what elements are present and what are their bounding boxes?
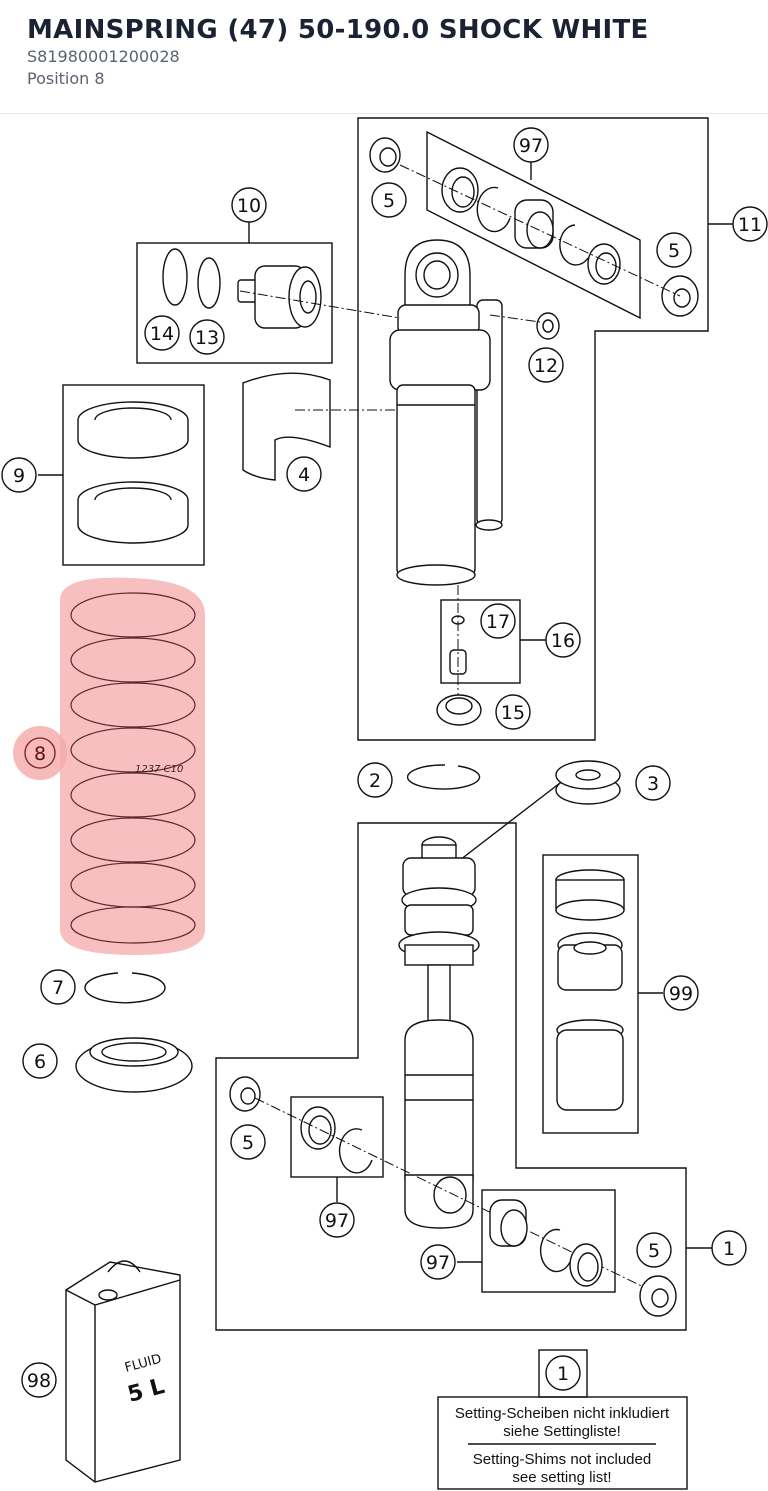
mainspring-8[interactable]: 1237 C10: [60, 577, 205, 955]
svg-text:16: 16: [551, 630, 575, 652]
svg-text:99: 99: [669, 983, 693, 1005]
callout-2[interactable]: 2: [357, 762, 393, 798]
svg-text:14: 14: [150, 323, 174, 345]
valve-10: [162, 248, 322, 329]
svg-text:8: 8: [34, 743, 46, 765]
callout-98[interactable]: 98: [21, 1362, 57, 1398]
frame-10: [136, 242, 333, 364]
frame-99: [542, 854, 639, 1134]
sleeve-4: [242, 372, 331, 481]
svg-text:97: 97: [325, 1210, 349, 1232]
setting-shims-note: 1 Setting-Scheiben nicht inkludiert sieh…: [437, 1349, 688, 1490]
upper-shock-frame: [357, 117, 709, 741]
callout-10[interactable]: 10: [231, 187, 267, 223]
note-line-3: Setting-Shims not included: [473, 1451, 651, 1468]
callout-12[interactable]: 12: [528, 347, 564, 383]
svg-text:3: 3: [647, 773, 659, 795]
circlip-7: [84, 972, 166, 1004]
locking-rings-9: [77, 401, 189, 544]
svg-text:15: 15: [501, 702, 525, 724]
part-number: S81980001200028: [27, 47, 180, 66]
callout-97-mid-left[interactable]: 97: [319, 1202, 355, 1238]
frame-97-bottom: [481, 1189, 616, 1293]
circlip-2: [406, 764, 481, 790]
spring-plate-6: [75, 1037, 193, 1093]
part-title: MAINSPRING (47) 50-190.0 SHOCK WHITE: [27, 15, 649, 45]
callout-9[interactable]: 9: [1, 457, 37, 493]
callout-6[interactable]: 6: [22, 1043, 58, 1079]
callout-3[interactable]: 3: [635, 765, 671, 801]
svg-text:10: 10: [237, 195, 261, 217]
svg-text:1: 1: [723, 1238, 735, 1260]
svg-text:7: 7: [52, 977, 64, 999]
leader-lines: [38, 162, 733, 1263]
note-callout-1: 1: [557, 1363, 569, 1385]
bushing-5-top-left: [369, 137, 401, 173]
svg-text:97: 97: [519, 135, 543, 157]
svg-text:4: 4: [298, 464, 310, 486]
frame-16: [440, 599, 521, 684]
rings-97-mid-left: [300, 1106, 373, 1174]
callout-5-top-left[interactable]: 5: [371, 182, 407, 218]
callout-99[interactable]: 99: [663, 975, 699, 1011]
lower-shock-frame: [215, 822, 687, 1331]
callout-4[interactable]: 4: [286, 456, 322, 492]
callout-1[interactable]: 1: [711, 1230, 747, 1266]
callout-11[interactable]: 11: [732, 206, 768, 242]
frame-97-top: [426, 130, 641, 320]
note-line-1: Setting-Scheiben nicht inkludiert: [455, 1405, 670, 1422]
callout-97-top[interactable]: 97: [513, 127, 549, 163]
part-position: Position 8: [27, 69, 105, 88]
bushing-5-mid-left: [229, 1076, 261, 1112]
svg-text:5: 5: [242, 1132, 254, 1154]
cap-3: [555, 760, 621, 805]
callout-5-mid-left[interactable]: 5: [230, 1124, 266, 1160]
fluid-can-98: FLUID 5 L: [65, 1260, 181, 1483]
svg-text:97: 97: [426, 1252, 450, 1274]
svg-text:12: 12: [534, 355, 558, 377]
svg-text:5: 5: [668, 240, 680, 262]
callout-5-top-right[interactable]: 5: [656, 232, 692, 268]
callout-15[interactable]: 15: [495, 694, 531, 730]
bushing-set-99: [555, 869, 625, 1111]
svg-text:17: 17: [486, 611, 510, 633]
callout-13[interactable]: 13: [189, 319, 225, 355]
svg-text:11: 11: [738, 214, 762, 236]
cap-5-top-right: [661, 275, 699, 317]
note-line-2: siehe Settingliste!: [503, 1423, 621, 1440]
shock-body: [389, 239, 503, 586]
svg-text:9: 9: [13, 465, 25, 487]
callout-5-bottom-right[interactable]: 5: [636, 1232, 672, 1268]
callout-8-highlighted[interactable]: 8: [13, 726, 67, 780]
callout-97-bottom[interactable]: 97: [420, 1244, 456, 1280]
bearing-set-97-top: [441, 167, 621, 285]
screw-12: [536, 312, 560, 340]
note-line-4: see setting list!: [512, 1469, 611, 1486]
callout-17[interactable]: 17: [480, 603, 516, 639]
svg-text:5: 5: [383, 190, 395, 212]
svg-text:5: 5: [648, 1240, 660, 1262]
rings-97-bottom: [489, 1199, 603, 1287]
svg-text:2: 2: [369, 770, 381, 792]
spring-marking: 1237 C10: [135, 764, 183, 775]
svg-text:13: 13: [195, 327, 219, 349]
page-header: MAINSPRING (47) 50-190.0 SHOCK WHITE S81…: [0, 0, 768, 114]
svg-text:98: 98: [27, 1370, 51, 1392]
exploded-parts-diagram: .p { fill: #fff; stroke: #111; stroke-wi…: [1, 117, 768, 1490]
callout-7[interactable]: 7: [40, 969, 76, 1005]
svg-text:6: 6: [34, 1051, 46, 1073]
cap-15: [436, 694, 482, 726]
callout-14[interactable]: 14: [144, 315, 180, 351]
piston-rod-assembly: [398, 836, 480, 1229]
callout-16[interactable]: 16: [545, 622, 581, 658]
cap-5-bottom-right: [639, 1275, 677, 1317]
